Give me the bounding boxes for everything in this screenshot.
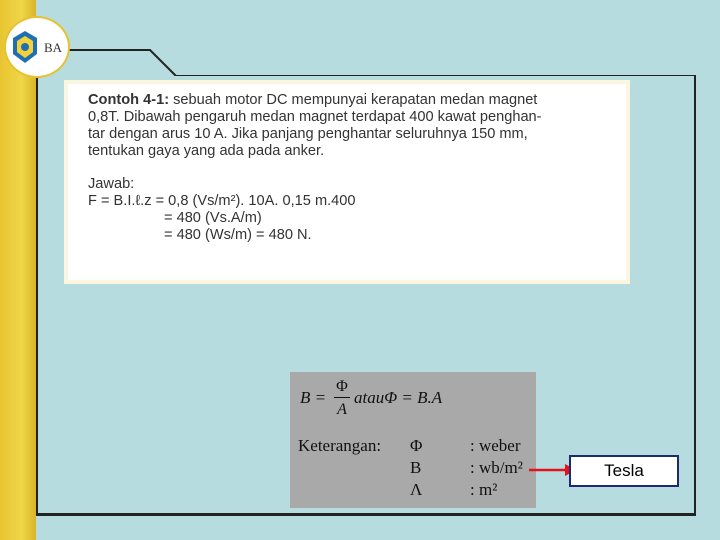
unit-m2: : m² [470,480,498,499]
keterangan-label: Keterangan: [298,436,382,455]
formula-numerator: Φ [336,378,348,395]
example-line: 0,8T. Dibawah pengaruh medan magnet terd… [88,109,542,125]
tesla-callout: Tesla [569,455,679,487]
example-text-box: Contoh 4-1: sebuah motor DC mempunyai ke… [64,80,630,284]
formula-denominator: A [337,401,347,418]
university-logo: BA [4,16,70,78]
symbol-phi: Φ [410,436,423,455]
answer-line: = 480 (Vs.A/m) [164,210,262,226]
symbol-b: B [410,458,422,477]
example-line: tentukan gaya yang ada pada anker. [88,143,325,159]
example-line: tar dengan arus 10 A. Jika panjang pengh… [88,126,528,142]
formula-rest: atauΦ = B.A [354,388,443,407]
unit-wbm2: : wb/m² [470,458,523,477]
formula-image: B = Φ A atauΦ = B.A Keterangan: Φ B Λ : … [290,372,536,508]
answer-label: Jawab: [88,176,135,192]
logo-ba-text: BA [44,40,63,55]
unit-weber: : weber [470,436,521,455]
logo-emblem-icon [13,31,37,63]
formula-lhs: B = [300,388,327,407]
answer-line: = 480 (Ws/m) = 480 N. [164,227,312,243]
example-line: Contoh 4-1: sebuah motor DC mempunyai ke… [88,92,538,108]
symbol-lambda: Λ [410,480,423,499]
left-decorative-bar [0,0,36,540]
fraction-bar [334,397,350,398]
example-content: Contoh 4-1: sebuah motor DC mempunyai ke… [68,84,626,280]
answer-line: F = B.I.ℓ.z = 0,8 (Vs/m²). 10A. 0,15 m.4… [88,193,356,209]
